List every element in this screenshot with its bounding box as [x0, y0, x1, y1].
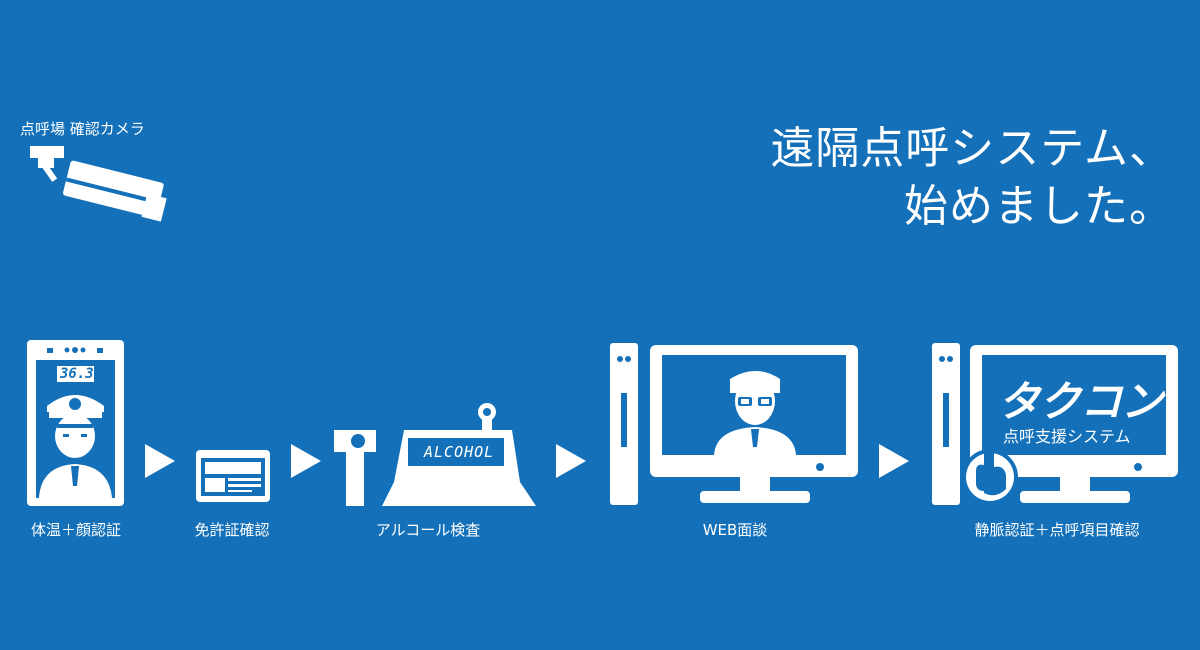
camera-label: 点呼場 確認カメラ [20, 120, 145, 138]
step-label-alcohol: アルコール検査 [375, 521, 481, 539]
arrow-right-icon [291, 444, 321, 478]
brand-logo-text: タクコン [998, 377, 1163, 426]
step-label-vein: 静脈認証＋点呼項目確認 [974, 521, 1140, 539]
headline-line1: 遠隔点呼システム、 [770, 123, 1174, 174]
headline-line2: 始めました。 [904, 181, 1174, 232]
arrow-right-icon [879, 444, 909, 478]
step-label-license: 免許証確認 [194, 521, 270, 539]
vein-auth-monitor-icon [932, 343, 1178, 505]
alcohol-tester-icon [334, 403, 536, 506]
step-label-face: 体温＋顔認証 [30, 521, 122, 539]
alcohol-display-text: ALCOHOL [424, 443, 495, 461]
video-call-monitor-icon [610, 343, 858, 505]
step-label-web: WEB面談 [702, 521, 768, 539]
headline: 遠隔点呼システム、 始めました。 [770, 120, 1174, 236]
face-thermometer-icon [27, 340, 124, 506]
arrow-right-icon [556, 444, 586, 478]
arrow-right-icon [145, 444, 175, 478]
brand-subtitle: 点呼支援システム [1003, 427, 1131, 446]
temperature-reading: 36.3 [60, 366, 94, 382]
license-reader-icon [196, 450, 270, 502]
security-camera-icon [30, 146, 167, 222]
